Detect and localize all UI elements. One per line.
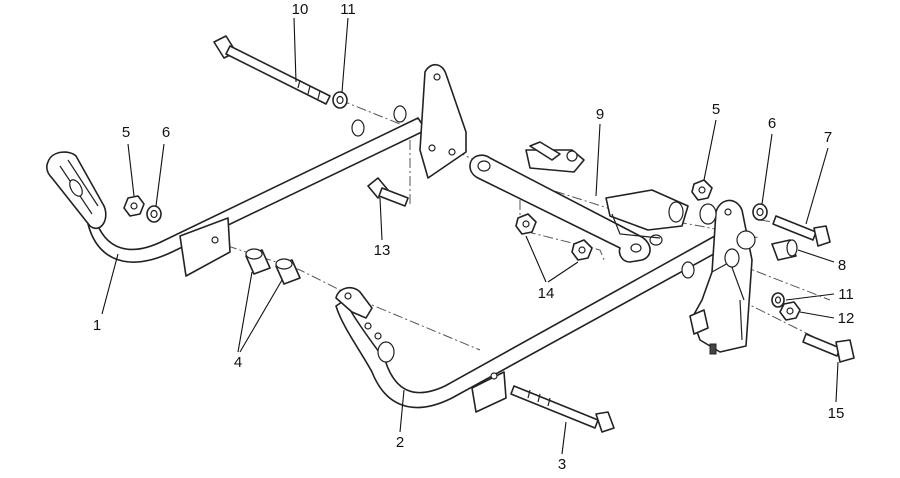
callout-11-top: 11: [340, 1, 356, 18]
callout-3: 3: [558, 456, 566, 473]
link-pin: [529, 141, 561, 161]
callout-10: 10: [292, 1, 309, 18]
callout-11-right: 11: [838, 286, 854, 303]
callout-7: 7: [824, 129, 832, 146]
callout-leader-lines: [101, 17, 839, 455]
callout-14: 14: [538, 285, 555, 302]
part-4-bushings: [245, 248, 301, 285]
part-15-bolt: [802, 333, 855, 363]
part-11-washer-top: [332, 91, 348, 109]
part-1-pedal-frame: [46, 63, 467, 277]
callout-4: 4: [234, 354, 242, 371]
part-11-washer-right: [771, 292, 785, 308]
part-5-nut-left: [123, 195, 145, 217]
callout-2: 2: [396, 434, 404, 451]
part-6-washer-left: [146, 205, 162, 223]
callout-5-right: 5: [712, 101, 720, 118]
part-8-spacer: [771, 239, 798, 261]
callout-8: 8: [838, 257, 846, 274]
part-3-lower-bolt: [510, 385, 615, 433]
part-5-nut-right: [691, 179, 713, 201]
callout-13: 13: [374, 242, 391, 259]
part-7-bolt: [772, 215, 831, 247]
callout-1: 1: [93, 317, 101, 334]
callout-15: 15: [828, 405, 845, 422]
callout-6-right: 6: [768, 115, 776, 132]
callout-9: 9: [596, 106, 604, 123]
callout-12: 12: [838, 310, 855, 327]
part-14-nuts: [515, 213, 593, 261]
part-10-long-bolt: [213, 35, 331, 105]
part-6-washer-right: [752, 203, 768, 221]
right-mount-bracket: [689, 199, 756, 355]
callout-5-left: 5: [122, 124, 130, 141]
part-13-short-bolt: [367, 177, 409, 207]
callout-labels: 1 2 3 4 5 6 10 11 13 14 9 5 6 7 8 11 12 …: [93, 1, 855, 473]
part-12-nut-right: [779, 301, 801, 321]
part-9-link-arm: [469, 149, 689, 263]
part-2-rear-frame: [335, 230, 750, 413]
callout-6-left: 6: [162, 124, 170, 141]
